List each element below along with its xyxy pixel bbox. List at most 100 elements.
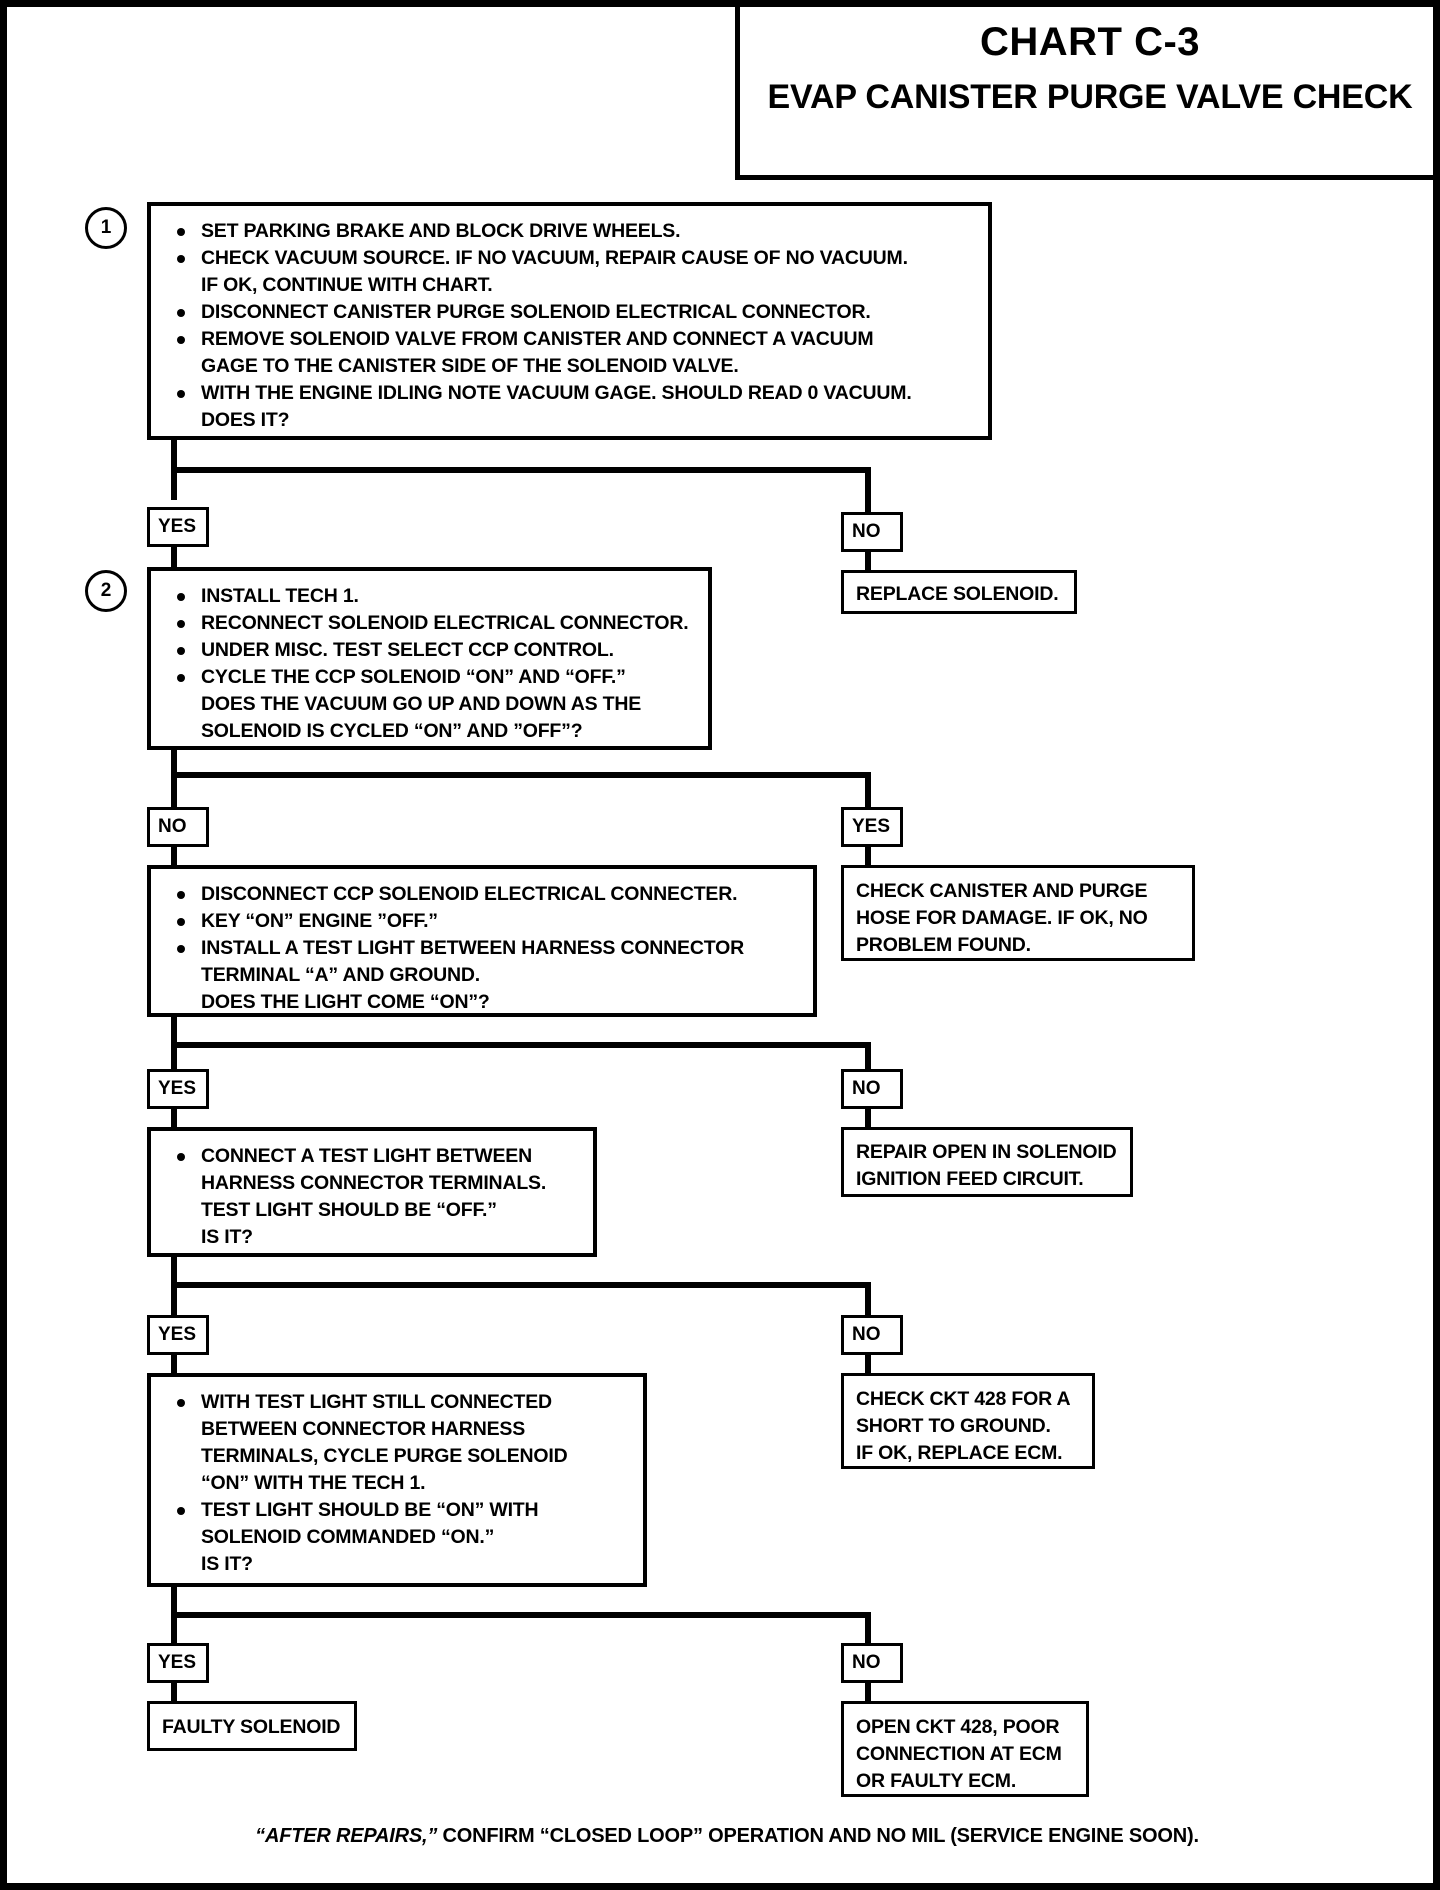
connector-v xyxy=(865,1109,871,1131)
text-line: TEST LIGHT SHOULD BE “ON” WITH xyxy=(201,1499,539,1521)
text-line: PROBLEM FOUND. xyxy=(856,934,1031,956)
text-line-group: IGNITION FEED CIRCUIT. xyxy=(856,1166,1120,1193)
connector-v xyxy=(865,1282,871,1324)
connector-v xyxy=(865,1355,871,1377)
chart-subtitle: EVAP CANISTER PURGE VALVE CHECK xyxy=(767,78,1413,116)
text-line-group: CHECK CANISTER AND PURGE xyxy=(856,878,1182,905)
branch-no-2[interactable]: NO xyxy=(147,807,209,847)
bullet-item: UNDER MISC. TEST SELECT CCP CONTROL. xyxy=(167,637,694,664)
connector-h xyxy=(171,772,871,778)
footer-rest: CONFIRM “CLOSED LOOP” OPERATION AND NO M… xyxy=(437,1825,1200,1847)
text-line: HARNESS CONNECTOR TERMINALS. xyxy=(201,1172,547,1194)
branch-no-3[interactable]: NO xyxy=(841,1069,903,1109)
branch-no-5[interactable]: NO xyxy=(841,1643,903,1683)
text-line-group: SHORT TO GROUND. xyxy=(856,1413,1082,1440)
text-line: KEY “ON” ENGINE ”OFF.” xyxy=(201,910,438,932)
text-line: WITH THE ENGINE IDLING NOTE VACUUM GAGE.… xyxy=(201,382,912,404)
text-line: DOES THE VACUUM GO UP AND DOWN AS THE xyxy=(201,693,642,715)
footer-italic: “AFTER REPAIRS,” xyxy=(255,1825,438,1847)
title-block: CHART C-3 EVAP CANISTER PURGE VALVE CHEC… xyxy=(735,7,1433,180)
text-line: TERMINAL “A” AND GROUND. xyxy=(201,964,481,986)
text-line-group: HOSE FOR DAMAGE. IF OK, NO xyxy=(856,905,1182,932)
text-line: IS IT? xyxy=(201,1553,253,1575)
step-3-box: DISCONNECT CCP SOLENOID ELECTRICAL CONNE… xyxy=(147,865,817,1017)
step-2-box: INSTALL TECH 1. RECONNECT SOLENOID ELECTR… xyxy=(147,567,712,750)
text-line: CYCLE THE CCP SOLENOID “ON” AND “OFF.” xyxy=(201,666,626,688)
bullet-item: DISCONNECT CCP SOLENOID ELECTRICAL CONNE… xyxy=(167,881,799,908)
step-1-box: SET PARKING BRAKE AND BLOCK DRIVE WHEELS… xyxy=(147,202,992,440)
text-line: TERMINALS, CYCLE PURGE SOLENOID xyxy=(201,1445,568,1467)
branch-no-4[interactable]: NO xyxy=(841,1315,903,1355)
outcome-list: CHECK CKT 428 FOR A SHORT TO GROUND. IF OK… xyxy=(856,1386,1082,1467)
text-line: DISCONNECT CANISTER PURGE SOLENOID ELECT… xyxy=(201,301,871,323)
text-line: BETWEEN CONNECTOR HARNESS xyxy=(201,1418,525,1440)
bullet-item: CYCLE THE CCP SOLENOID “ON” AND “OFF.” DO… xyxy=(167,664,694,745)
text-line: IS IT? xyxy=(201,1226,253,1248)
text-line: IF OK, CONTINUE WITH CHART. xyxy=(201,274,493,296)
bullet-item: SET PARKING BRAKE AND BLOCK DRIVE WHEELS… xyxy=(167,218,974,245)
text-line-group: PROBLEM FOUND. xyxy=(856,932,1182,959)
connector-v xyxy=(865,1683,871,1705)
connector-v xyxy=(171,750,177,810)
branch-yes-4[interactable]: YES xyxy=(147,1315,209,1355)
bullet-item: INSTALL TECH 1. xyxy=(167,583,694,610)
text-line: RECONNECT SOLENOID ELECTRICAL CONNECTOR. xyxy=(201,612,689,634)
connector-h xyxy=(171,1612,871,1618)
connector-v xyxy=(865,552,871,574)
text-line: CHECK CANISTER AND PURGE xyxy=(856,880,1148,902)
branch-yes-5[interactable]: YES xyxy=(147,1643,209,1683)
text-line: OPEN CKT 428, POOR xyxy=(856,1716,1060,1738)
text-line-group: CHECK CKT 428 FOR A xyxy=(856,1386,1082,1413)
text-line: GAGE TO THE CANISTER SIDE OF THE SOLENOI… xyxy=(201,355,739,377)
bullet-item: KEY “ON” ENGINE ”OFF.” xyxy=(167,908,799,935)
step-number-1: 1 xyxy=(85,207,127,249)
bullet-item: REMOVE SOLENOID VALVE FROM CANISTER AND … xyxy=(167,326,974,380)
bullet-item: INSTALL A TEST LIGHT BETWEEN HARNESS CON… xyxy=(167,935,799,1016)
outcome-check-canister: CHECK CANISTER AND PURGE HOSE FOR DAMAGE.… xyxy=(841,865,1195,961)
text-line: “ON” WITH THE TECH 1. xyxy=(201,1472,426,1494)
connector-v xyxy=(865,467,871,517)
text-line: DISCONNECT CCP SOLENOID ELECTRICAL CONNE… xyxy=(201,883,738,905)
branch-yes-2[interactable]: YES xyxy=(841,807,903,847)
text-line: SHORT TO GROUND. xyxy=(856,1415,1051,1437)
step-number-2: 2 xyxy=(85,570,127,612)
text-line: DOES IT? xyxy=(201,409,290,431)
text-line: CHECK VACUUM SOURCE. IF NO VACUUM, REPAI… xyxy=(201,247,908,269)
connector-v xyxy=(865,772,871,817)
branch-no-1[interactable]: NO xyxy=(841,512,903,552)
footer-note: “AFTER REPAIRS,” CONFIRM “CLOSED LOOP” O… xyxy=(7,1825,1433,1848)
bullet-item: RECONNECT SOLENOID ELECTRICAL CONNECTOR. xyxy=(167,610,694,637)
bullet-item: CHECK VACUUM SOURCE. IF NO VACUUM, REPAI… xyxy=(167,245,974,299)
text-line: OR FAULTY ECM. xyxy=(856,1770,1017,1792)
connector-h xyxy=(171,467,871,473)
text-line: REMOVE SOLENOID VALVE FROM CANISTER AND … xyxy=(201,328,874,350)
outcome-check-ckt-428: CHECK CKT 428 FOR A SHORT TO GROUND. IF OK… xyxy=(841,1373,1095,1469)
text-line: DOES THE LIGHT COME “ON”? xyxy=(201,991,490,1013)
branch-yes-1[interactable]: YES xyxy=(147,507,209,547)
step-2-list: INSTALL TECH 1. RECONNECT SOLENOID ELECTR… xyxy=(167,583,694,745)
connector-v xyxy=(865,1042,871,1084)
chart-id: CHART C-3 xyxy=(979,20,1201,64)
outcome-list: CHECK CANISTER AND PURGE HOSE FOR DAMAGE.… xyxy=(856,878,1182,959)
step-4-box: CONNECT A TEST LIGHT BETWEEN HARNESS CONN… xyxy=(147,1127,597,1257)
step-3-list: DISCONNECT CCP SOLENOID ELECTRICAL CONNE… xyxy=(167,881,799,1016)
outcome-faulty-solenoid: FAULTY SOLENOID xyxy=(147,1701,357,1751)
connector-h xyxy=(171,1282,871,1288)
text-line: SET PARKING BRAKE AND BLOCK DRIVE WHEELS… xyxy=(201,220,681,242)
text-line: CONNECT A TEST LIGHT BETWEEN xyxy=(201,1145,532,1167)
branch-yes-3[interactable]: YES xyxy=(147,1069,209,1109)
text-line: INSTALL TECH 1. xyxy=(201,585,359,607)
text-line: CHECK CKT 428 FOR A xyxy=(856,1388,1071,1410)
outcome-list: REPLACE SOLENOID. xyxy=(856,581,1064,608)
connector-v xyxy=(171,1683,177,1705)
connector-v xyxy=(171,1109,177,1131)
text-line-group: IF OK, REPLACE ECM. xyxy=(856,1440,1082,1467)
